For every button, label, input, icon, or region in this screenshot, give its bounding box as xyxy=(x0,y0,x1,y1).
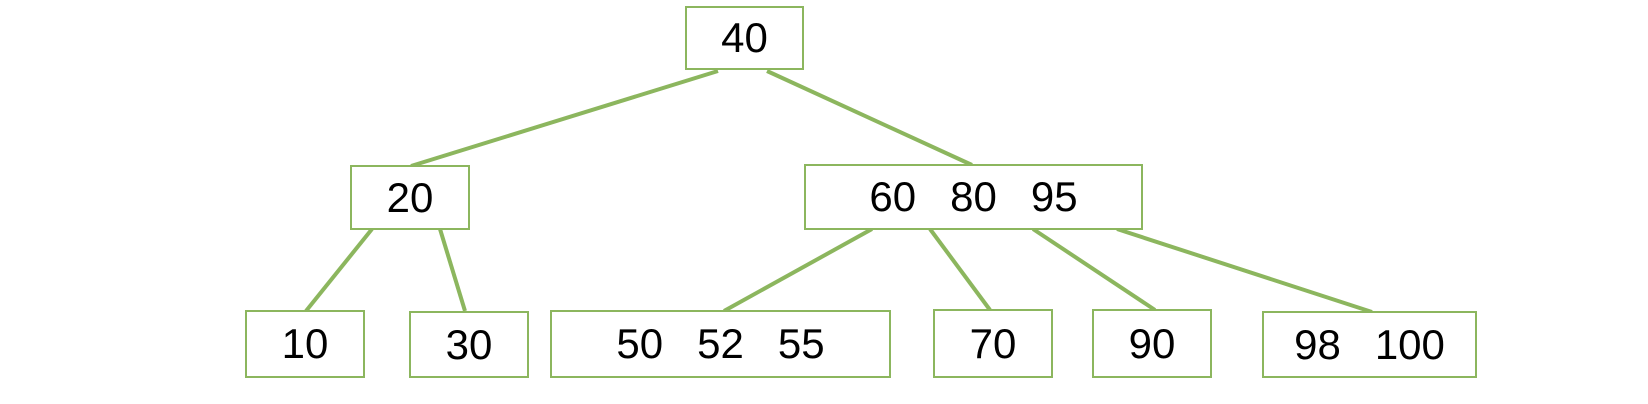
tree-node-leaf-2: 30 xyxy=(409,311,529,378)
tree-edge-int-2-leaf-3 xyxy=(723,227,873,313)
tree-edge-int-2-leaf-5 xyxy=(1031,227,1157,312)
node-key: 20 xyxy=(386,173,434,221)
node-key: 10 xyxy=(281,320,329,367)
tree-node-leaf-6: 98 100 xyxy=(1262,311,1477,378)
node-key: 95 xyxy=(1030,173,1078,220)
node-key: 100 xyxy=(1374,320,1445,368)
node-key: 70 xyxy=(969,319,1017,367)
tree-node-leaf-1: 10 xyxy=(245,310,365,378)
node-key: 40 xyxy=(721,14,768,61)
tree-node-int-1: 20 xyxy=(350,165,470,230)
tree-node-leaf-3: 50 52 55 xyxy=(550,310,891,378)
tree-node-leaf-4: 70 xyxy=(933,309,1053,378)
node-key: 80 xyxy=(950,173,997,220)
node-key: 55 xyxy=(777,320,825,367)
node-key: 30 xyxy=(445,320,493,368)
tree-edge-root-int-2 xyxy=(766,69,973,167)
node-key: 50 xyxy=(616,320,664,367)
tree-edge-int-1-leaf-1 xyxy=(304,227,374,313)
tree-edge-int-2-leaf-6 xyxy=(1116,227,1373,314)
tree-node-leaf-5: 90 xyxy=(1092,309,1212,378)
tree-edge-int-2-leaf-4 xyxy=(928,227,992,312)
tree-edge-int-1-leaf-2 xyxy=(438,228,467,312)
node-key: 98 xyxy=(1294,320,1341,368)
node-key: 52 xyxy=(697,320,744,367)
tree-node-int-2: 60 80 95 xyxy=(804,164,1143,230)
node-key: 90 xyxy=(1128,319,1176,367)
node-key: 60 xyxy=(869,173,917,220)
tree-node-root: 40 xyxy=(685,6,804,70)
tree-edge-root-int-1 xyxy=(410,69,719,168)
